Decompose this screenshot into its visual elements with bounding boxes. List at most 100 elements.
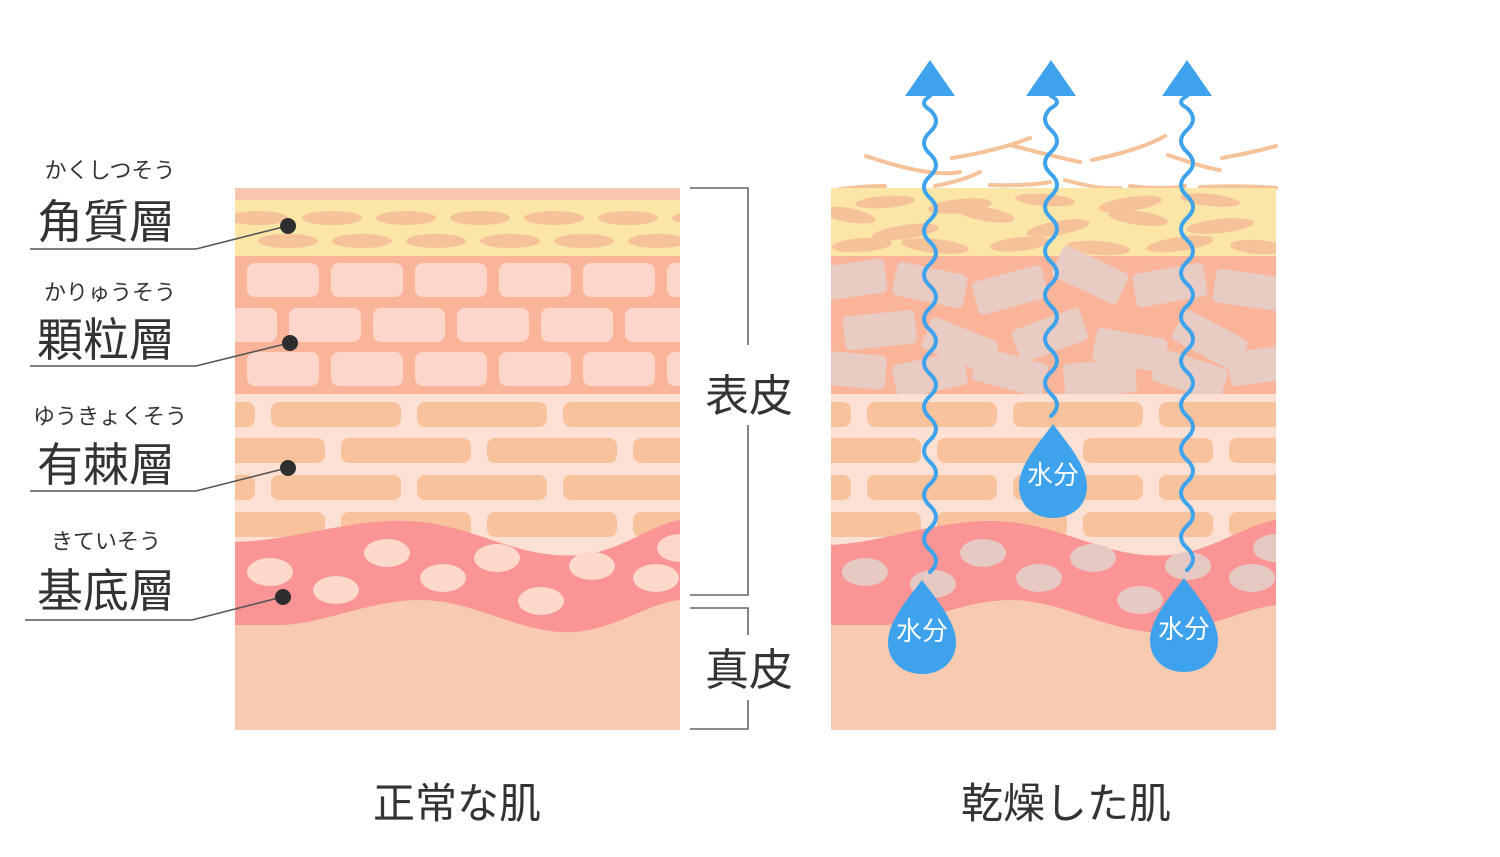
spinous-cell	[831, 512, 921, 537]
granular-cell	[709, 308, 781, 342]
corneum-cell	[406, 234, 466, 248]
granular-cell	[667, 352, 680, 386]
corneum-cell	[628, 234, 680, 248]
wavy-moisture-line	[1179, 94, 1195, 572]
corneum-cell	[1146, 235, 1214, 253]
basal-cell	[474, 544, 520, 572]
corneum-cell	[258, 234, 318, 248]
epidermis-label: 表皮	[705, 371, 793, 422]
spinous-cell	[867, 402, 997, 427]
dermis-label: 真皮	[705, 645, 793, 696]
skin-flake	[950, 136, 1032, 160]
granular-cell	[625, 308, 680, 342]
corneum-cell	[376, 211, 436, 225]
basal-cell	[842, 558, 888, 586]
leader-dot-basale	[275, 589, 291, 605]
granular-cell	[415, 263, 487, 297]
corneum-cell	[235, 211, 288, 225]
skin-flake	[933, 170, 982, 188]
granular-cells	[235, 263, 781, 386]
epidermis-bracket-top	[690, 187, 749, 345]
spinous-cell	[563, 475, 680, 500]
corneum-cell	[702, 234, 762, 248]
spinous-cell	[1013, 402, 1143, 427]
basal-cell	[420, 564, 466, 592]
brackets: 表皮 真皮	[690, 187, 793, 730]
spinous-cell	[1375, 512, 1500, 537]
label-corneum: 角質層	[37, 195, 175, 249]
granular-cells-dry	[831, 246, 1276, 401]
corneum-cell	[1098, 195, 1162, 213]
label-spinosum: 有棘層	[37, 438, 175, 492]
skin-flake	[1090, 134, 1167, 162]
wavy-moisture-line	[922, 94, 938, 574]
corneum-cell	[955, 205, 1015, 223]
corneum-cell	[832, 237, 892, 253]
granular-cell	[247, 352, 319, 386]
spinous-cell	[235, 402, 255, 427]
skin-flake	[1008, 143, 1082, 164]
corneum-cell	[480, 234, 540, 248]
moisture-drop: 水分	[888, 580, 956, 674]
corneum-cells	[235, 211, 762, 248]
basal-cell	[1229, 564, 1275, 592]
granular-cell	[1011, 308, 1089, 362]
arrow-up-icon	[1026, 60, 1076, 96]
water-drop-icon	[1019, 424, 1087, 518]
granular-cell	[1051, 246, 1129, 304]
leader-line-basale	[25, 596, 283, 621]
corneum-cell	[855, 195, 915, 209]
moisture-escape-arrows	[905, 60, 1212, 574]
spinous-cell	[235, 438, 325, 463]
corneum-cell	[1066, 240, 1130, 256]
water-drop-icon	[888, 580, 956, 674]
corneum-cell	[1015, 193, 1075, 207]
moisture-label: 水分	[896, 617, 948, 647]
corneum-cell	[990, 236, 1050, 252]
moisture-drop: 水分	[1150, 578, 1218, 672]
granular-cell	[583, 352, 655, 386]
basal-cell	[313, 576, 359, 604]
granular-cell	[499, 263, 571, 297]
granular-cell	[1063, 358, 1137, 398]
arrow-up-icon	[905, 60, 955, 96]
spinous-cell	[235, 512, 325, 537]
corneum-cell	[524, 211, 584, 225]
spinous-cell	[1083, 438, 1213, 463]
granular-cell	[289, 308, 361, 342]
spinous-cell	[1159, 475, 1276, 500]
corneum-cell	[1108, 209, 1168, 227]
leader-lines	[25, 218, 298, 621]
corneum-cell	[672, 213, 680, 223]
basal-cell	[633, 564, 679, 592]
basal-cell	[1070, 544, 1116, 572]
spinous-cell	[1159, 402, 1276, 427]
spinous-cell	[417, 475, 547, 500]
skin-flake	[1220, 144, 1278, 160]
water-drop-icon	[1150, 578, 1218, 672]
moisture-label: 水分	[1158, 615, 1210, 645]
spinous-cell	[271, 402, 401, 427]
corneum-cell	[871, 223, 939, 241]
spinous-cell	[271, 475, 401, 500]
arrow-up-icon	[1162, 60, 1212, 96]
granular-cell	[1212, 268, 1276, 312]
dermis-bracket-top	[690, 607, 749, 635]
granular-cell	[457, 308, 529, 342]
basal-cell	[960, 539, 1006, 567]
leader-line-spinosum	[30, 467, 288, 492]
granular-cell	[831, 258, 888, 302]
granular-cell	[1227, 343, 1276, 387]
spinous-cell	[341, 438, 471, 463]
skin-flake	[988, 180, 1052, 188]
basal-cells-dry	[842, 534, 1276, 614]
skin-flake	[1198, 184, 1278, 190]
spinous-cell	[563, 402, 680, 427]
granular-cell	[541, 308, 613, 342]
moisture-drops: 水分 水分 水分	[888, 424, 1218, 674]
corneum-cell	[598, 211, 658, 225]
ruby-spinosum: ゆうきょくそう	[33, 405, 187, 430]
stratum-corneum-layer	[235, 200, 680, 256]
spinous-cell	[1305, 402, 1435, 427]
corneum-cell	[1186, 218, 1254, 234]
